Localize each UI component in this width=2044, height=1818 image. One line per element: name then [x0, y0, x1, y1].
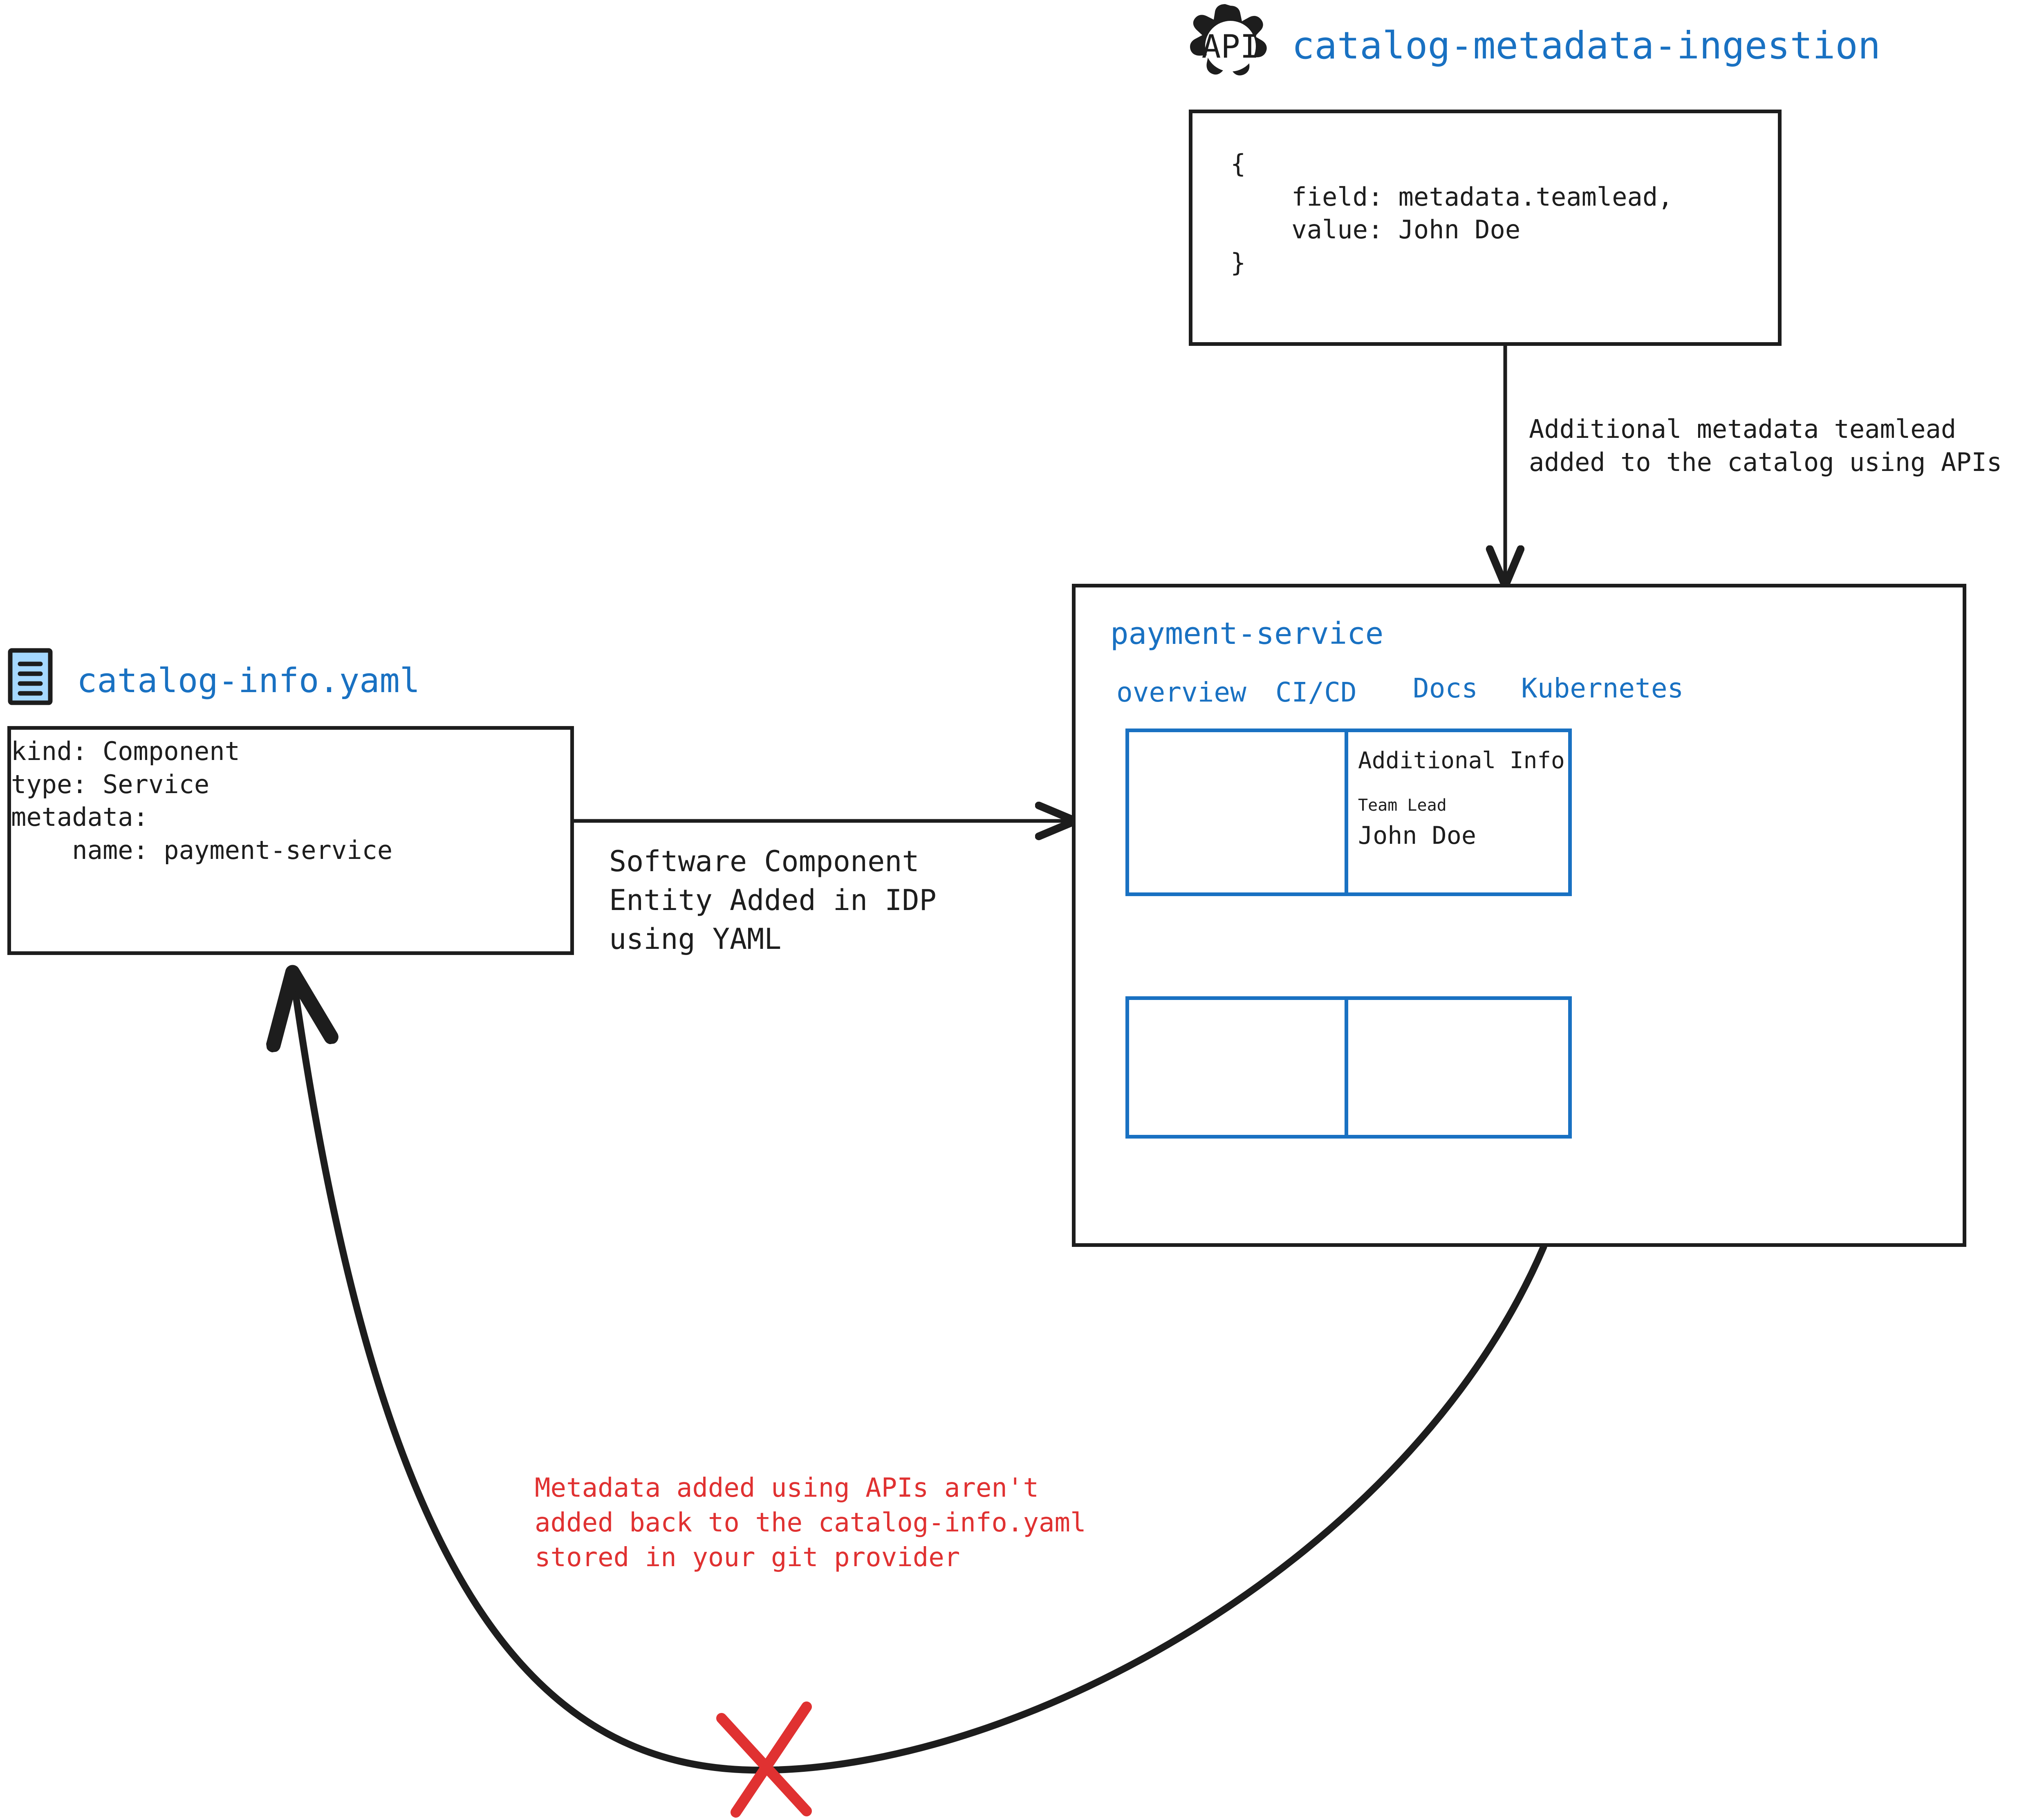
panel-entity-title: payment-service [1110, 616, 1384, 651]
tab-kubernetes[interactable]: Kubernetes [1521, 673, 1684, 704]
api-payload-box: { field: metadata.teamlead, value: John … [1189, 110, 1782, 346]
api-gear-icon-text: API [1202, 29, 1260, 65]
additional-info-card[interactable]: Additional Info Team Lead John Doe [1345, 729, 1572, 896]
api-node-title: catalog-metadata-ingestion [1292, 24, 1881, 67]
yaml-node-title: catalog-info.yaml [77, 661, 420, 700]
panel-tab-bar: overview CI/CD Docs Kubernetes [1110, 673, 1924, 713]
empty-card-bottom-left[interactable] [1125, 996, 1351, 1139]
overview-card[interactable] [1125, 729, 1351, 896]
warning-note-text: Metadata added using APIs aren't added b… [535, 1473, 1086, 1573]
yaml-file-icon [7, 648, 53, 705]
tab-overview[interactable]: overview [1116, 677, 1246, 708]
additional-info-field-label: Team Lead [1358, 796, 1447, 815]
red-cross-marker [716, 1701, 812, 1818]
tab-cicd[interactable]: CI/CD [1275, 677, 1357, 708]
empty-card-bottom-right[interactable] [1345, 996, 1572, 1139]
additional-info-field-value: John Doe [1358, 821, 1476, 850]
yaml-edge-label: Software Component Entity Added in IDP u… [609, 845, 937, 956]
tab-docs[interactable]: Docs [1413, 673, 1478, 704]
api-edge-label: Additional metadata teamlead added to th… [1529, 414, 2002, 477]
additional-info-card-title: Additional Info [1358, 747, 1565, 774]
yaml-content-text: kind: Component type: Service metadata: … [11, 736, 393, 865]
yaml-content-box: kind: Component type: Service metadata: … [7, 726, 574, 955]
idp-entity-panel: payment-service overview CI/CD Docs Kube… [1072, 584, 1966, 1247]
api-gear-icon: API [1186, 3, 1275, 89]
api-payload-text: { field: metadata.teamlead, value: John … [1230, 149, 1673, 278]
